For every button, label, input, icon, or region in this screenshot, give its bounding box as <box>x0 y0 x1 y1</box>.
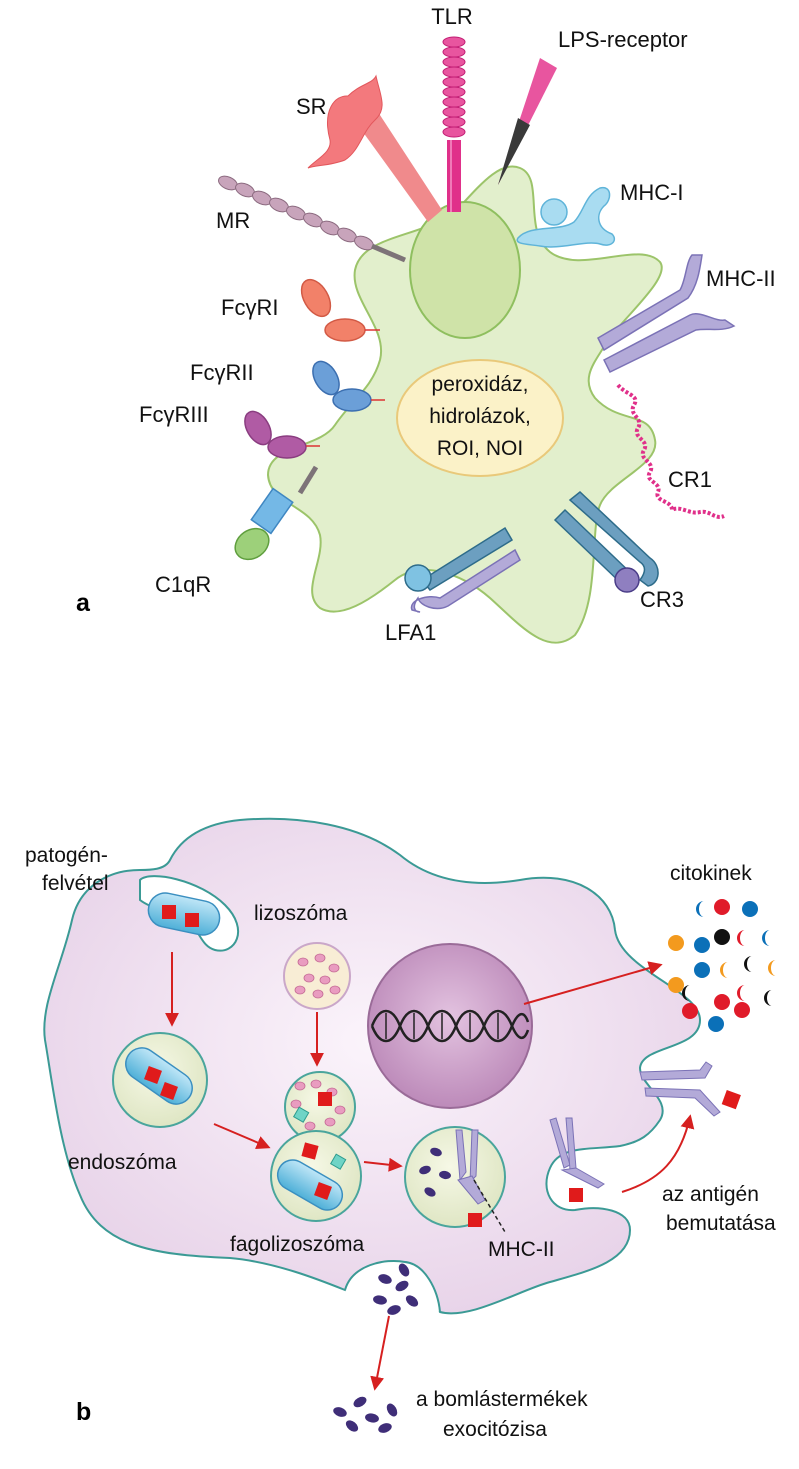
cytokines <box>668 899 776 1032</box>
label-mhc2-b: MHC-II <box>488 1238 555 1261</box>
mhc1-receptor <box>516 186 616 248</box>
degradation-products-inner <box>373 1263 419 1315</box>
cr3-receptor <box>553 491 659 593</box>
tlr-receptor <box>442 36 466 212</box>
sr-receptor <box>307 74 442 222</box>
mr-receptor <box>218 175 406 263</box>
label-mhc2-a: MHC-II <box>706 266 776 291</box>
label-cr1: CR1 <box>668 467 712 492</box>
panel-b-letter: b <box>76 1398 91 1426</box>
nucleus-b <box>367 943 533 1109</box>
cell-nucleus-a <box>409 201 521 339</box>
arrow-endosome-to-phagolysosome <box>213 1123 271 1150</box>
label-exocytosis-1: a bomlástermékek <box>416 1388 588 1411</box>
label-endosome: endoszóma <box>68 1151 177 1174</box>
label-c1qr: C1qR <box>155 572 211 597</box>
granule-vesicle <box>396 359 564 477</box>
lfa1-receptor <box>404 526 521 613</box>
label-fcr1: FcγRI <box>221 295 278 320</box>
cr1-receptor <box>616 383 725 519</box>
arrow-exocytosis <box>370 1315 390 1391</box>
surface-mhc2-inner <box>549 1117 605 1202</box>
pathway-arrows <box>165 952 695 1391</box>
granule-line-2: hidrolázok, <box>429 405 531 428</box>
label-cr3: CR3 <box>640 587 684 612</box>
label-lfa1: LFA1 <box>385 620 436 645</box>
label-presentation-2: bemutatása <box>666 1212 776 1235</box>
degradation-products-outer <box>333 1396 398 1433</box>
label-cytokines: citokinek <box>670 862 752 885</box>
panel-a: peroxidáz, hidrolázok, ROI, NOI TLR LPS-… <box>76 4 776 645</box>
arrow-phagolysosome-to-loading <box>363 1157 403 1172</box>
label-sr: SR <box>296 94 327 119</box>
label-presentation-1: az antigén <box>662 1183 759 1206</box>
c1qr-receptor <box>234 465 319 561</box>
fcr2-receptor <box>312 360 385 412</box>
granule-line-1: peroxidáz, <box>432 373 529 396</box>
label-fcr2: FcγRII <box>190 360 254 385</box>
label-phagolysosome: fagolizoszóma <box>230 1233 365 1256</box>
mhc-loading-vesicle <box>404 1126 506 1233</box>
panel-a-letter: a <box>76 589 91 617</box>
arrow-presentation <box>621 1114 695 1193</box>
label-mhc1: MHC-I <box>620 180 684 205</box>
label-exocytosis-2: exocitózisa <box>443 1418 547 1441</box>
label-lps: LPS-receptor <box>558 27 688 52</box>
fcr1-receptor <box>300 278 380 342</box>
surface-mhc2-outer <box>639 1061 741 1117</box>
arrow-nucleus-to-cytokines <box>523 961 663 1005</box>
mhc2-receptor-a <box>597 254 736 373</box>
label-fcr3: FcγRIII <box>139 402 209 427</box>
label-lysosome: lizoszóma <box>254 902 348 925</box>
phagolysosome <box>270 1071 362 1222</box>
uptake-bacterium <box>147 892 221 936</box>
label-mr: MR <box>216 208 250 233</box>
endosome <box>112 1032 208 1128</box>
label-uptake-1: patogén- <box>25 844 108 867</box>
lysosome <box>283 942 351 1010</box>
panel-b: patogén- felvétel lizoszóma citokinek en… <box>25 817 776 1441</box>
label-uptake-2: felvétel <box>42 872 109 895</box>
fcr3-receptor <box>244 410 320 459</box>
label-tlr: TLR <box>431 4 473 29</box>
granule-line-3: ROI, NOI <box>437 437 523 460</box>
